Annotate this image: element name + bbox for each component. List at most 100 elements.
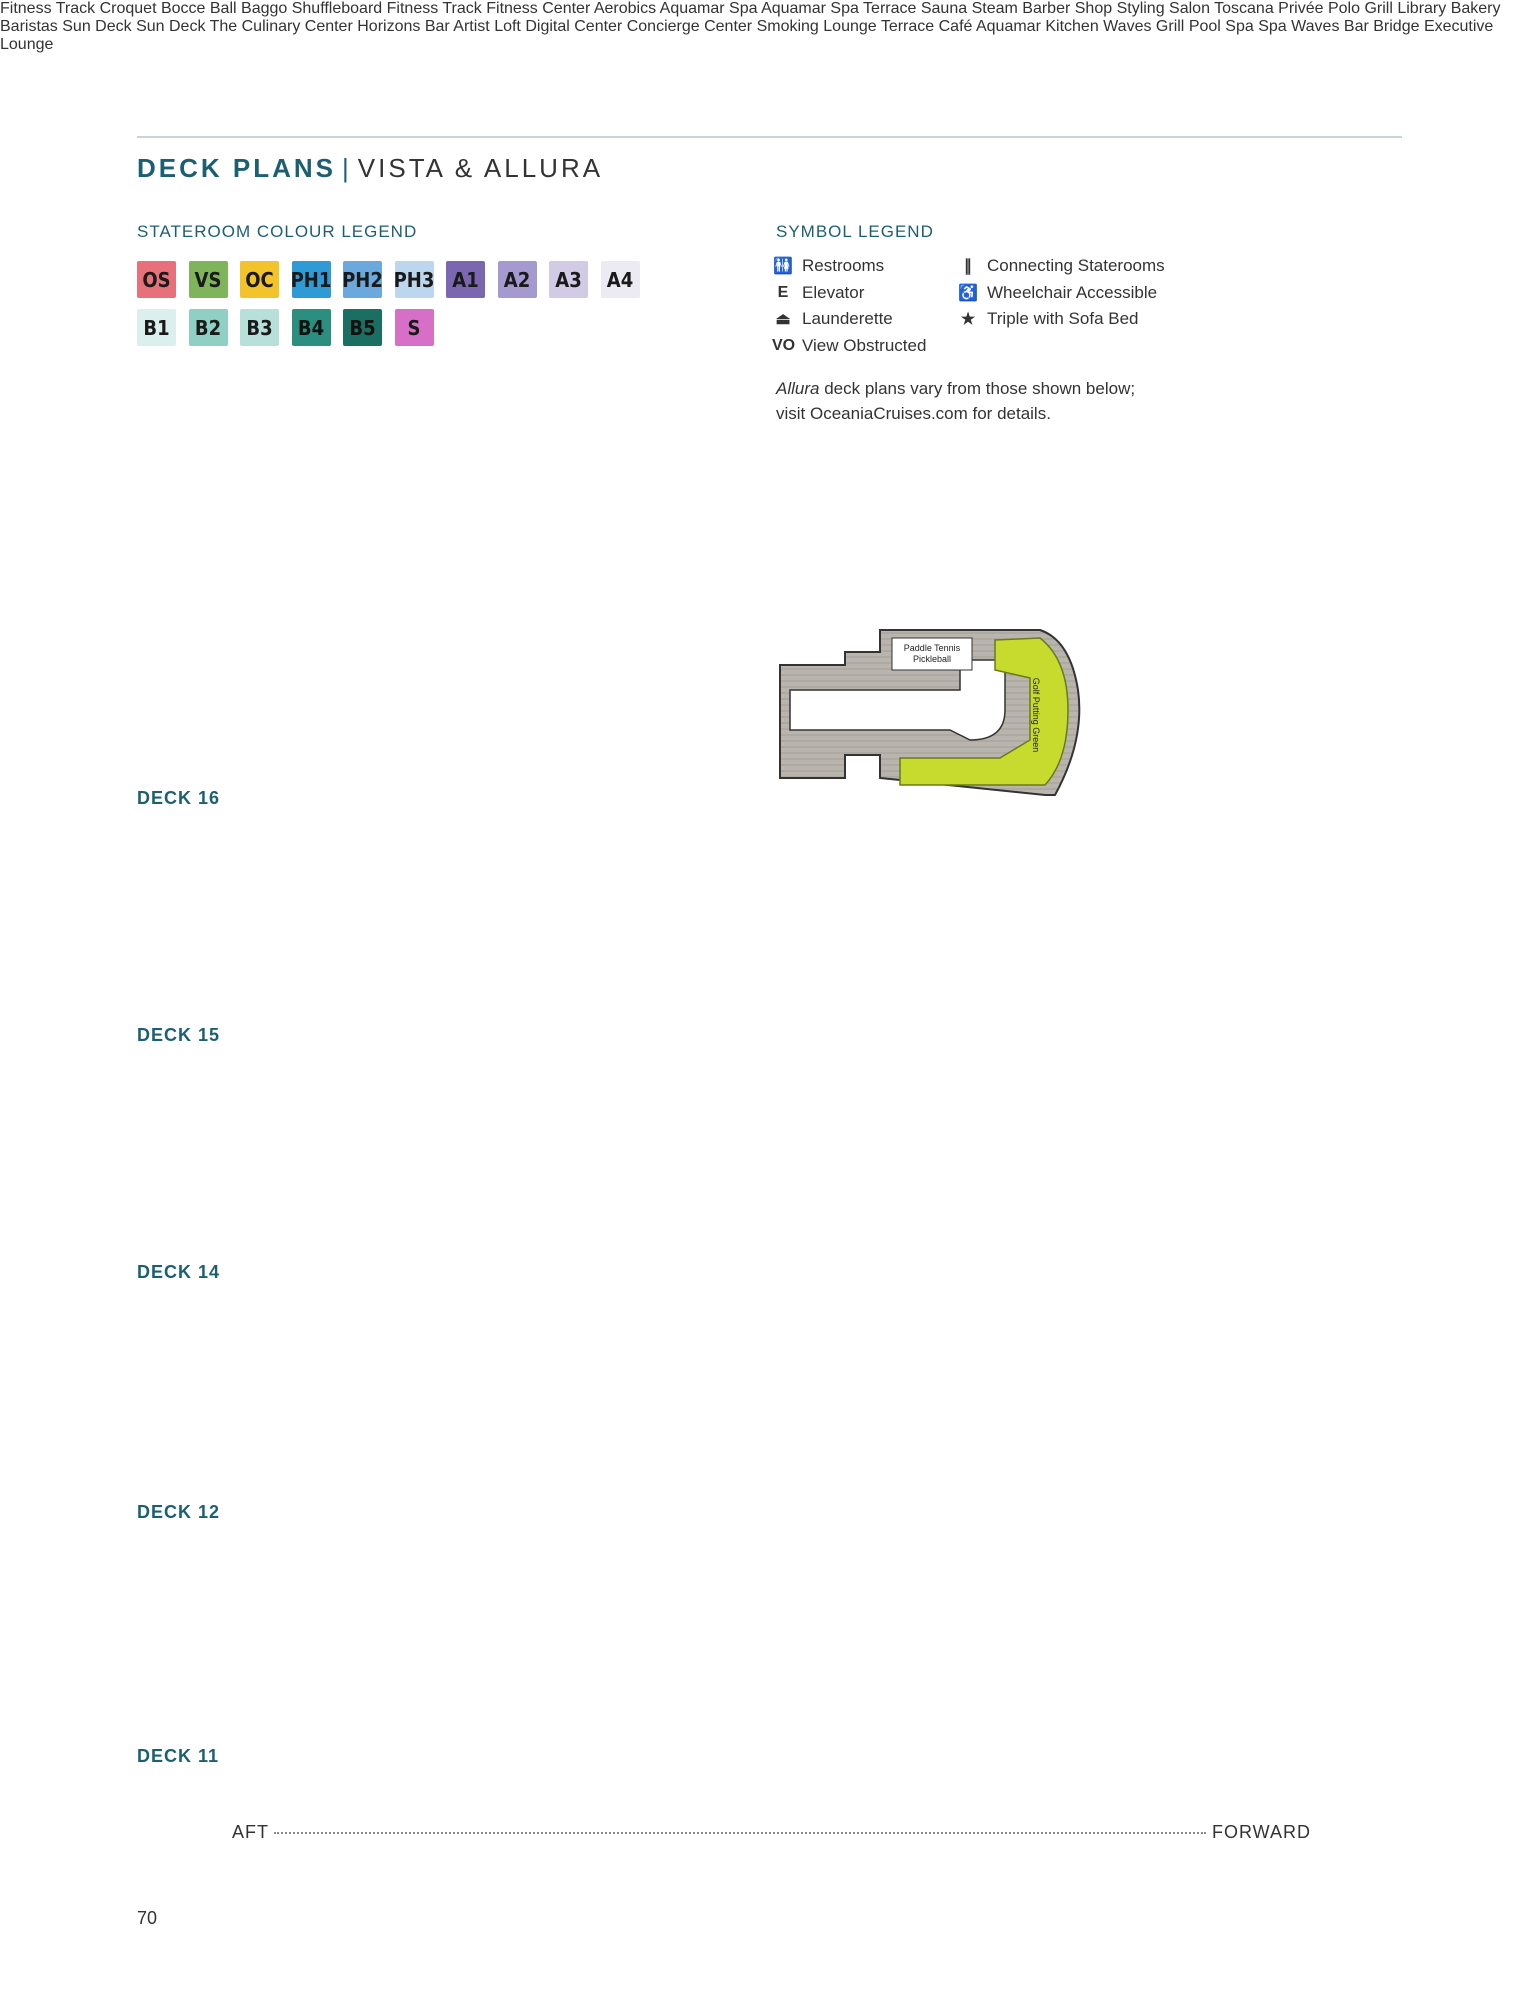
terrace-cafe-label: Terrace Café <box>880 18 973 35</box>
connecting-icon: ∥ <box>964 258 972 275</box>
launderette-icon: ⏏ <box>775 311 791 328</box>
sun-deck-bottom-label: Sun Deck <box>136 18 206 35</box>
view-obstructed-icon: VO <box>772 336 796 354</box>
bocce-ball-label: Bocce Ball <box>160 0 237 17</box>
croquet-label: Croquet <box>99 0 157 17</box>
legend-chip-s: S <box>394 309 434 346</box>
fitness-track-edge: Fitness Track Croquet Bocce Ball Baggo S… <box>0 0 1214 17</box>
view-obstructed-label: View Obstructed <box>802 335 927 355</box>
shuffleboard-label: Shuffleboard <box>291 0 383 17</box>
main-pool: Pool Spa Spa Waves Bar 12016★12014120121… <box>1189 18 1373 35</box>
executive-lounge: Executive Lounge 11080★11078110761107411… <box>0 18 1493 53</box>
legend-chip-a3: A3 <box>549 261 588 298</box>
deck-15-aft-outline: Fitness Track Croquet Bocce Ball Baggo S… <box>0 0 1214 17</box>
styling-salon-label: Styling Salon <box>1116 0 1210 17</box>
steam-room: Steam Barber Shop Styling Salon <box>972 0 1215 17</box>
deck-15-divider: Toscana Privée Polo Grill Library Bakery… <box>0 0 1501 1928</box>
sun-deck-top-label: Sun Deck <box>62 18 132 35</box>
thalassotherapy-pool: Aquamar Spa Terrace Sauna Steam Barber S… <box>761 0 1214 17</box>
wheelchair-icon: ♿ <box>958 284 978 302</box>
legend-chip-ph3: PH3 <box>394 261 434 298</box>
deck-14-outline: Toscana Privée Polo Grill Library Bakery… <box>0 0 1501 35</box>
direction-dotted-line <box>274 1832 1206 1834</box>
aft-dining-core: Toscana Privée Polo Grill Library Bakery… <box>0 0 1501 35</box>
bridge-label: Bridge <box>1373 18 1420 35</box>
deck-16-label: DECK 16 <box>137 788 221 808</box>
spa-terrace: Aquamar Spa Terrace Sauna Steam Barber S… <box>761 0 1214 17</box>
bar-label: Bar <box>424 18 450 35</box>
legend-chip-ph1: PH1 <box>291 261 331 298</box>
culinary-center-label: The Culinary Center <box>209 18 353 35</box>
library-label: Library <box>1397 0 1447 17</box>
waves-grill-label: Waves Grill <box>1103 18 1185 35</box>
symbol-row-star: ★ Triple with Sofa Bed <box>957 309 1139 329</box>
croquet-area: Croquet Bocce Ball Baggo Shuffleboard Fi… <box>100 0 1215 17</box>
legend-chip-b3: B3 <box>240 309 279 346</box>
deck-11-outline: Bridge Executive Lounge 11080★1107811076… <box>0 18 1493 53</box>
title-deck-plans: DECK PLANS <box>137 153 337 183</box>
horizons-bar: Bar Artist Loft Digital Center Concierge… <box>425 18 881 35</box>
styling-salon: Styling Salon <box>1117 0 1215 17</box>
baristas-label: Baristas <box>0 18 58 35</box>
sun-deck-area: Sun Deck Sun Deck The Culinary Center Ho… <box>62 18 881 35</box>
deck-11-corridor: Executive Lounge 11080★11078110761107411… <box>0 18 1493 53</box>
spa-1-label: Spa <box>1225 18 1254 35</box>
galley-block: Aquamar Kitchen Waves Grill Pool Spa Spa… <box>976 18 1373 35</box>
sauna-room-1: Sauna Steam Barber Shop Styling Salon <box>921 0 1214 17</box>
deck-14-divider: Terrace Café Aquamar Kitchen Waves Grill… <box>0 18 1493 1928</box>
spa-center: Aquamar Spa Aquamar Spa Terrace Sauna St… <box>660 0 1214 17</box>
legend-chip-os: OS <box>137 261 176 298</box>
deck-11-label: DECK 11 <box>137 1746 220 1766</box>
culinary-center-block: The Culinary Center Horizons Bar Artist … <box>210 18 881 35</box>
aquamar-spa-rotunda: Aquamar Spa Aquamar Spa Terrace Sauna St… <box>660 0 1214 17</box>
launderette-label: Launderette <box>802 309 893 328</box>
star-label: Triple with Sofa Bed <box>987 309 1139 328</box>
legend-chip-b2: B2 <box>188 309 228 346</box>
barber-shop-label: Barber Shop <box>1022 0 1113 17</box>
legend-chip-ph2: PH2 <box>342 261 383 298</box>
allura-note: Allura deck plans vary from those shown … <box>776 376 1196 426</box>
fitness-center: Fitness Center Aerobics Aquamar Spa Aqua… <box>486 0 1214 17</box>
horizons-seating: Horizons Bar Artist Loft Digital Center … <box>357 18 881 35</box>
symbol-row-launderette: ⏏ Launderette <box>772 309 893 329</box>
fitness-center-label: Fitness Center <box>486 0 591 17</box>
allura-note-text: deck plans vary from those shown below; <box>824 379 1136 398</box>
deck-14-plan: Toscana Privée Polo Grill Library Bakery… <box>0 0 1501 35</box>
pool-inner: Pool Spa Spa Waves Bar 12016★12014120121… <box>1189 18 1373 35</box>
terrace-cafe-core: Terrace Café Aquamar Kitchen Waves Grill… <box>881 18 1373 35</box>
deck-12-outline: Terrace Café Aquamar Kitchen Waves Grill… <box>881 18 1373 35</box>
legend-chip-b4: B4 <box>291 309 331 346</box>
sauna-label: Sauna <box>920 0 968 17</box>
deck-14-label: DECK 14 <box>137 1262 221 1282</box>
fitness-track: Fitness Track Croquet Bocce Ball Baggo S… <box>0 0 1214 17</box>
star-icon: ★ <box>960 311 976 328</box>
legend-chip-a2: A2 <box>497 261 537 298</box>
smoking-lounge-label: Smoking Lounge <box>756 18 877 35</box>
symbol-row-restroom: 🚻Restrooms <box>772 256 884 276</box>
deck-12-label: DECK 12 <box>137 1502 221 1522</box>
paddle-tennis-label: Paddle Tennis <box>904 643 961 653</box>
title-separator: | <box>342 153 352 183</box>
pool-deck: Pool Spa Spa Waves Bar 12016★12014120121… <box>1189 18 1373 35</box>
terrace-cafe-seating: Terrace Café Aquamar Kitchen Waves Grill… <box>881 18 1373 35</box>
deck-15-fwd-outline: Fitness Center Aerobics Aquamar Spa Aqua… <box>486 0 1214 17</box>
fitness-track-bottom-label: Fitness Track <box>386 0 482 17</box>
whirlpool-2: Sauna Steam Barber Shop Styling Salon <box>921 0 1214 17</box>
fitness-track-top-label: Fitness Track <box>0 0 96 17</box>
barber-shop: Barber Shop Styling Salon <box>1022 0 1214 17</box>
legend-chip-vs: VS <box>188 261 228 298</box>
whirlpool-1: Sauna Steam Barber Shop Styling Salon <box>921 0 1214 17</box>
legend-chip-b5: B5 <box>343 309 382 346</box>
deck-11-plan: Bridge Executive Lounge 11080★1107811076… <box>0 18 1493 53</box>
spa-2-label: Spa <box>1258 18 1287 35</box>
deck-15-label: DECK 15 <box>137 1025 221 1045</box>
page-number: 70 <box>137 1908 158 1928</box>
pickleball-label: Pickleball <box>913 654 951 664</box>
title-ship-names: VISTA & ALLURA <box>357 153 604 183</box>
polo-grill-label: Polo Grill <box>1327 0 1393 17</box>
golf-putting-green-label: Golf Putting Green <box>1031 678 1041 753</box>
symbol-row-wheelchair: ♿Wheelchair Accessible <box>957 283 1157 303</box>
digital-center-label: Digital Center <box>525 18 623 35</box>
